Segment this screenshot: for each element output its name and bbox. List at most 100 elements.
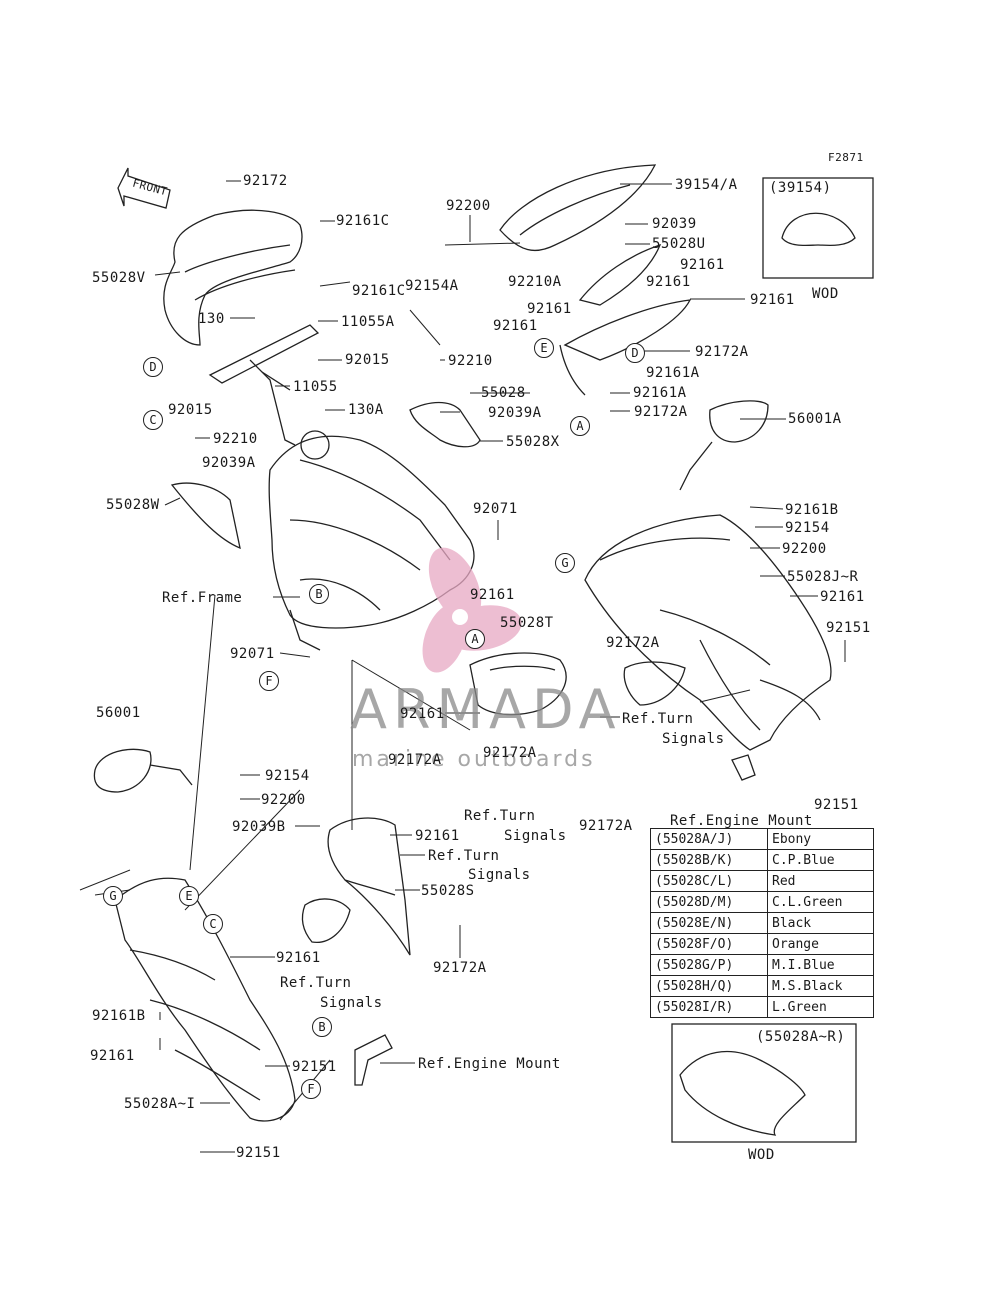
- color-code-cell: (55028H/Q): [650, 975, 768, 997]
- callout-d: D: [143, 357, 163, 377]
- color-code-cell: (55028F/O): [650, 933, 768, 955]
- color-code-cell: (55028C/L): [650, 870, 768, 892]
- inner-panel-right: [578, 243, 662, 306]
- part-label: 92161: [276, 950, 321, 966]
- color-table-row: (55028D/M)C.L.Green: [650, 891, 874, 913]
- watermark-logo-icon: [422, 547, 522, 673]
- part-label: 130A: [348, 402, 384, 418]
- part-label: 56001A: [788, 411, 842, 427]
- color-name-cell: L.Green: [767, 996, 874, 1018]
- watermark-name: ARMADA: [350, 678, 622, 741]
- part-label: 92161: [415, 828, 460, 844]
- part-label: 92210: [448, 353, 493, 369]
- part-label: 92039A: [202, 455, 256, 471]
- callout-a: A: [570, 416, 590, 436]
- part-label: 92039: [652, 216, 697, 232]
- ref-turn-signals-1a: Ref.Turn: [622, 711, 694, 727]
- callout-c: C: [143, 410, 163, 430]
- part-label: 92161: [646, 274, 691, 290]
- part-label: 92161C: [352, 283, 406, 299]
- callout-c: C: [203, 914, 223, 934]
- part-label: 92151: [292, 1059, 337, 1075]
- color-code-cell: (55028A/J): [650, 828, 768, 850]
- part-label: 92200: [446, 198, 491, 214]
- color-name-cell: C.L.Green: [767, 891, 874, 913]
- part-label: 92039A: [488, 405, 542, 421]
- part-label: 55028: [481, 385, 526, 401]
- side-panel-55028x: [409, 401, 481, 448]
- part-label: 92161: [680, 257, 725, 273]
- part-label: 92161: [400, 706, 445, 722]
- upper-inner-cowl: [163, 209, 303, 346]
- part-label: 92161B: [92, 1008, 146, 1024]
- part-label: 92161: [527, 301, 572, 317]
- part-label: 92172A: [634, 404, 688, 420]
- part-label: 92015: [345, 352, 390, 368]
- color-table-row: (55028G/P)M.I.Blue: [650, 954, 874, 976]
- mirror-right: [709, 400, 769, 443]
- turn-signal-left: [301, 898, 351, 943]
- part-label: 92154: [265, 768, 310, 784]
- right-fairing: [584, 514, 832, 751]
- callout-b: B: [309, 584, 329, 604]
- callout-g: G: [555, 553, 575, 573]
- part-label: 92161A: [633, 385, 687, 401]
- part-label: 55028X: [506, 434, 560, 450]
- part-label: 55028U: [652, 236, 706, 252]
- part-label: 92200: [261, 792, 306, 808]
- part-label: 92172A: [695, 344, 749, 360]
- side-panel-55028w: [170, 482, 241, 550]
- color-code-cell: (55028D/M): [650, 891, 768, 913]
- part-label: 92015: [168, 402, 213, 418]
- callout-g: G: [103, 886, 123, 906]
- center-cover-55028t: [469, 652, 567, 716]
- part-label: 92071: [230, 646, 275, 662]
- part-label: 92161: [470, 587, 515, 603]
- windshield-inset-part: (39154): [769, 180, 832, 196]
- mirror-left: [93, 748, 152, 793]
- color-name-cell: Ebony: [767, 828, 874, 850]
- part-label: 11055A: [341, 314, 395, 330]
- part-label: 92154A: [405, 278, 459, 294]
- color-table: (55028A/J)Ebony(55028B/K)C.P.Blue(55028C…: [650, 828, 874, 1018]
- callout-e: E: [534, 338, 554, 358]
- part-label: 55028V: [92, 270, 146, 286]
- ref-turn-signals-3a: Ref.Turn: [428, 848, 500, 864]
- part-label: 92161C: [336, 213, 390, 229]
- color-code-cell: (55028G/P): [650, 954, 768, 976]
- part-label: 55028J~R: [787, 569, 859, 585]
- windshield-inset-note: WOD: [812, 286, 839, 302]
- color-name-cell: M.S.Black: [767, 975, 874, 997]
- color-table-row: (55028H/Q)M.S.Black: [650, 975, 874, 997]
- engine-mount-bracket-left: [354, 1034, 393, 1086]
- color-table-row: (55028A/J)Ebony: [650, 828, 874, 850]
- callout-f: F: [301, 1079, 321, 1099]
- part-label: 92172A: [388, 752, 442, 768]
- ref-turn-signals-1b: Signals: [662, 731, 725, 747]
- callout-d: D: [625, 343, 645, 363]
- part-label: 92151: [814, 797, 859, 813]
- part-label: 55028W: [106, 497, 160, 513]
- part-label: 92161: [750, 292, 795, 308]
- part-label: 55028T: [500, 615, 554, 631]
- part-label: 92071: [473, 501, 518, 517]
- color-table-row: (55028I/R)L.Green: [650, 996, 874, 1018]
- part-label: 92172A: [483, 745, 537, 761]
- part-label: 92172: [243, 173, 288, 189]
- part-label: 92151: [236, 1145, 281, 1161]
- frame: [268, 435, 475, 629]
- color-table-row: (55028E/N)Black: [650, 912, 874, 934]
- ref-engine-mount-1: Ref.Engine Mount: [670, 813, 813, 829]
- color-name-cell: C.P.Blue: [767, 849, 874, 871]
- part-label: 130: [198, 311, 225, 327]
- ref-turn-signals-2b: Signals: [504, 828, 567, 844]
- ref-turn-signals-2a: Ref.Turn: [464, 808, 536, 824]
- ref-turn-signals-4b: Signals: [320, 995, 383, 1011]
- ref-turn-signals-3b: Signals: [468, 867, 531, 883]
- windshield: [499, 164, 657, 252]
- part-label: 55028A~I: [124, 1096, 196, 1112]
- turn-signal-right: [623, 661, 686, 706]
- left-fairing: [114, 877, 296, 1122]
- part-label: 92161: [90, 1048, 135, 1064]
- part-label: 92200: [782, 541, 827, 557]
